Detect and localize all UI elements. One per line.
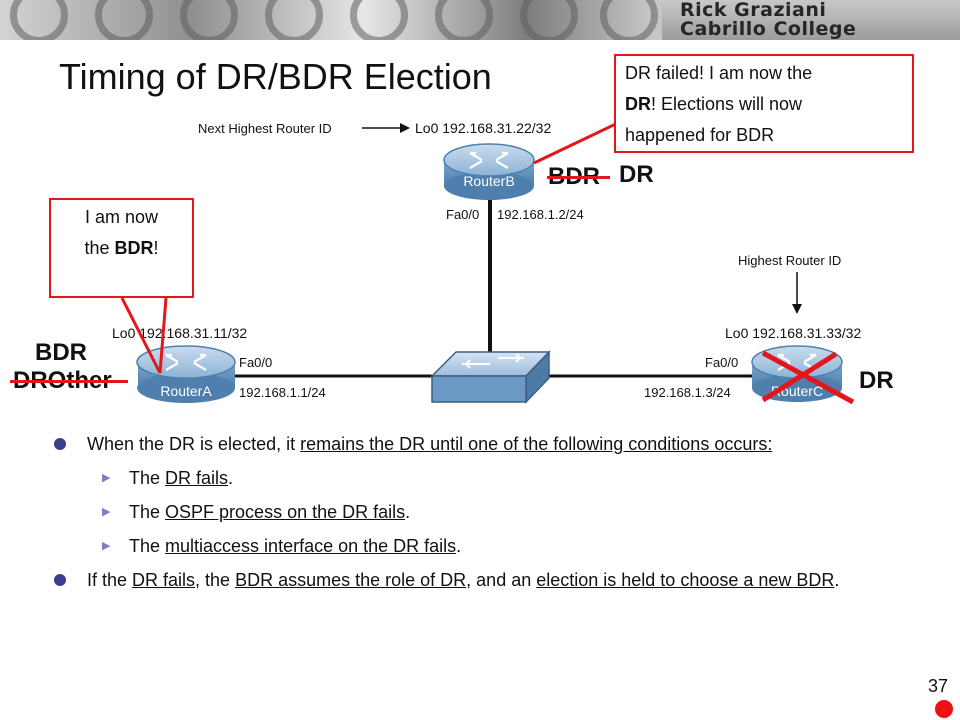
sub-bullet-text-underlined: multiaccess interface on the DR fails xyxy=(165,536,457,556)
brand-name: Rick Graziani xyxy=(680,0,827,21)
routerB-ip: 192.168.1.2/24 xyxy=(497,207,584,222)
routerA-icon xyxy=(136,345,236,403)
sub-bullet-icon: ▶ xyxy=(102,540,111,552)
sub-bullet-item: ▶ The DR fails. xyxy=(52,464,892,492)
callout-routerA-line1: I am now xyxy=(84,207,159,227)
routerA-interface: Fa0/0 xyxy=(239,355,272,370)
callout-routerA-bdr: BDR xyxy=(114,238,154,258)
slide-number: 37 xyxy=(928,676,949,696)
routerC-lo0: Lo0 192.168.31.33/32 xyxy=(725,325,861,341)
coil-graphic xyxy=(520,0,578,40)
slide-title: Timing of DR/BDR Election xyxy=(59,56,492,97)
bullet-item: When the DR is elected, it remains the D… xyxy=(52,430,892,458)
bullet-text: , and an xyxy=(466,570,537,590)
arrow-head-icon xyxy=(400,123,410,133)
callout-routerB-dr: DR xyxy=(625,94,651,114)
sub-bullet-item: ▶ The multiaccess interface on the DR fa… xyxy=(52,532,892,560)
bullet-text: . xyxy=(834,570,840,590)
coil-graphic xyxy=(10,0,68,40)
failed-cross-icon xyxy=(761,350,855,405)
callout-routerB-line2-text: ! Elections will now xyxy=(651,94,803,114)
sub-bullet-item: ▶ The OSPF process on the DR fails. xyxy=(52,498,892,526)
routerB-lo0: Lo0 192.168.31.22/32 xyxy=(415,120,551,136)
routerA-new-role: BDR xyxy=(35,339,87,366)
routerC-ip: 192.168.1.3/24 xyxy=(644,385,731,400)
callout-routerA-pre: the xyxy=(84,238,115,258)
sub-bullet-icon: ▶ xyxy=(102,506,111,518)
bullet-list: When the DR is elected, it remains the D… xyxy=(52,430,892,600)
sub-bullet-text-underlined: OSPF process on the DR fails xyxy=(165,502,406,522)
callout-pointer-routerA xyxy=(158,297,168,374)
sub-bullet-text: . xyxy=(405,502,411,522)
callout-routerA-line2: the BDR! xyxy=(51,233,192,264)
sub-bullet-text: . xyxy=(228,468,234,488)
bullet-text: , the xyxy=(195,570,236,590)
sub-bullet-text: The xyxy=(129,536,166,556)
routerB-new-role: DR xyxy=(619,161,654,188)
bullet-text-underlined: election is held to choose a new BDR xyxy=(536,570,835,590)
bullet-text: When the DR is elected, it xyxy=(87,434,301,454)
strike-line xyxy=(10,380,128,383)
callout-routerB-line1: DR failed! I am now the xyxy=(625,63,813,83)
bullet-text-underlined: remains the DR until one of the followin… xyxy=(300,434,773,454)
callout-routerB: DR failed! I am now the DR! Elections wi… xyxy=(614,54,914,153)
failed-cross-icon xyxy=(761,351,838,403)
routerB-icon xyxy=(443,143,535,200)
routerC-interface: Fa0/0 xyxy=(705,355,738,370)
callout-routerA: I am now the BDR! xyxy=(49,198,194,298)
header-banner: Rick Graziani Cabrillo College xyxy=(0,0,960,40)
routerA-lo0: Lo0 192.168.31.11/32 xyxy=(112,325,247,341)
coil-graphic xyxy=(265,0,323,40)
brand-block: Rick Graziani Cabrillo College xyxy=(662,0,960,40)
callout-routerB-line2: DR! Elections will now xyxy=(625,89,912,120)
sub-bullet-text: . xyxy=(456,536,462,556)
routerA-name: RouterA xyxy=(160,383,212,399)
bullet-text-underlined: DR fails xyxy=(132,570,196,590)
coil-graphic xyxy=(350,0,408,40)
bullet-dot-icon xyxy=(54,574,66,586)
highest-label: Highest Router ID xyxy=(738,253,841,268)
switch-icon xyxy=(430,350,551,404)
callout-routerB-line3: happened for BDR xyxy=(625,125,775,145)
callout-pointer-routerA xyxy=(120,297,162,374)
bullet-text-underlined: BDR assumes the role of DR xyxy=(235,570,467,590)
strike-line xyxy=(547,176,610,179)
routerC-old-role: DR xyxy=(859,367,894,394)
sub-bullet-icon: ▶ xyxy=(102,472,111,484)
callout-routerA-post: ! xyxy=(153,238,159,258)
arrow-head-icon xyxy=(792,304,802,314)
bullet-item: If the DR fails, the BDR assumes the rol… xyxy=(52,566,892,594)
coil-graphic xyxy=(95,0,153,40)
coil-graphic xyxy=(600,0,658,40)
brand-college: Cabrillo College xyxy=(680,18,857,40)
next-highest-label: Next Highest Router ID xyxy=(198,121,332,136)
bullet-text: If the xyxy=(87,570,133,590)
sub-bullet-text: The xyxy=(129,502,166,522)
coil-graphic xyxy=(180,0,238,40)
routerB-name: RouterB xyxy=(463,173,514,189)
sub-bullet-text: The xyxy=(129,468,166,488)
routerA-ip: 192.168.1.1/24 xyxy=(239,385,326,400)
bullet-dot-icon xyxy=(54,438,66,450)
routerB-interface: Fa0/0 xyxy=(446,207,479,222)
corner-dot-icon xyxy=(935,700,953,718)
sub-bullet-text-underlined: DR fails xyxy=(165,468,229,488)
coil-graphic xyxy=(435,0,493,40)
